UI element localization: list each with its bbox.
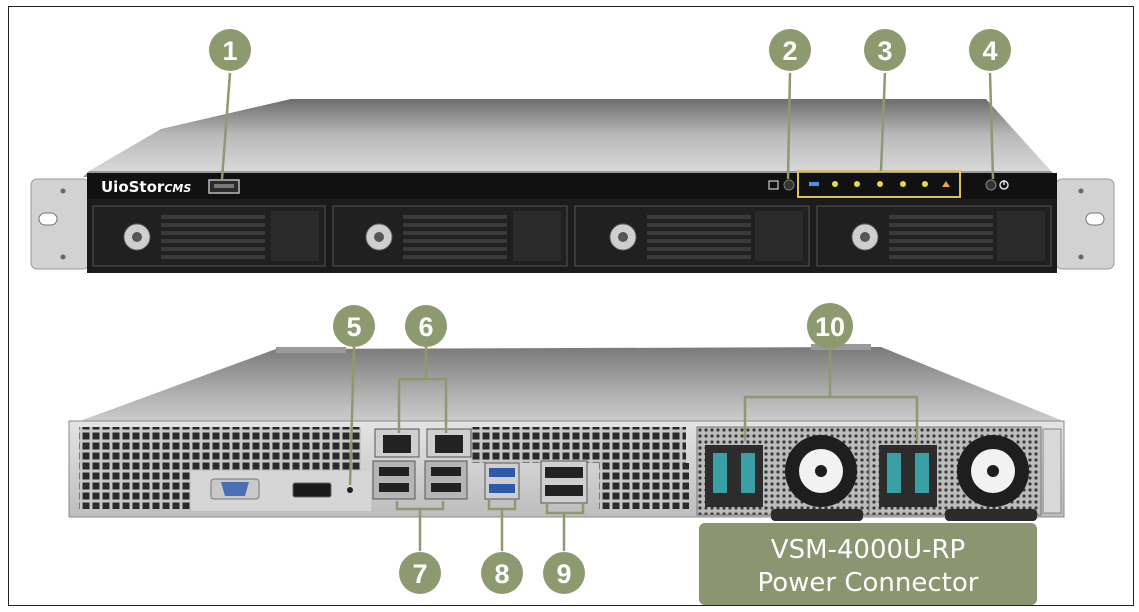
callout-9-label: 9	[556, 559, 571, 589]
lan-ports	[374, 428, 472, 458]
callout-6: 6	[405, 305, 447, 347]
vga-port	[210, 478, 260, 500]
hdmi-port	[292, 482, 332, 498]
callout-7: 7	[399, 552, 441, 594]
led-network	[809, 182, 819, 186]
callout-3-label: 3	[877, 36, 892, 66]
callout-9: 9	[543, 552, 585, 594]
callout-3: 3	[864, 29, 906, 71]
callout-10-label: 10	[815, 312, 845, 342]
callout-8: 8	[481, 552, 523, 594]
power-supply-1	[696, 426, 870, 521]
usb2-ports	[372, 460, 468, 500]
psu-caption-line2: Power Connector	[758, 568, 979, 598]
led-hdd3	[922, 181, 928, 187]
power-supply-2	[868, 426, 1042, 521]
front-brand-label: UioStorCMS	[101, 178, 191, 196]
one-touch-copy-button	[768, 179, 795, 191]
front-rack-ear-right	[1055, 178, 1115, 270]
power-button	[985, 179, 1009, 191]
led-lan	[854, 181, 860, 187]
drive-tray-3	[574, 205, 810, 267]
callout-1: 1	[209, 29, 251, 71]
callout-2: 2	[769, 29, 811, 71]
led-hdd2	[900, 181, 906, 187]
callout-5-label: 5	[346, 312, 361, 342]
front-rack-ear-left	[30, 178, 90, 270]
callout-4-label: 4	[982, 36, 997, 66]
callout-5: 5	[333, 305, 375, 347]
drive-tray-1	[92, 205, 326, 267]
front-leader-lines	[220, 72, 995, 180]
callout-6-label: 6	[418, 312, 433, 342]
device-diagram: UioStorCMS	[30, 29, 1115, 605]
rear-unit: VSM-4000U-RP Power Connector	[68, 344, 1065, 605]
front-top-cover	[89, 99, 1051, 171]
callout-4: 4	[969, 29, 1011, 71]
esata-ports	[540, 460, 588, 504]
status-indicator-panel	[797, 170, 961, 198]
drive-tray-4	[816, 205, 1052, 267]
rear-leader-lines	[348, 345, 919, 551]
callout-2-label: 2	[782, 36, 797, 66]
drive-tray-2	[332, 205, 568, 267]
rear-top-cover	[69, 347, 1063, 425]
callout-10: 10	[807, 303, 853, 349]
usb3-ports	[484, 462, 520, 500]
psu-caption-line1: VSM-4000U-RP	[771, 535, 965, 565]
callout-8-label: 8	[494, 559, 509, 589]
led-hdd4	[942, 181, 950, 187]
front-unit: UioStorCMS	[30, 72, 1115, 273]
psu-caption-box	[699, 523, 1037, 605]
diagram-frame: UioStorCMS	[8, 6, 1134, 606]
rear-vent-middle	[471, 427, 686, 463]
callout-1-label: 1	[222, 36, 237, 66]
callout-7-label: 7	[412, 559, 427, 589]
led-status	[832, 181, 838, 187]
status-leds	[809, 181, 950, 187]
led-hdd1	[877, 181, 883, 187]
reset-button	[347, 487, 353, 493]
